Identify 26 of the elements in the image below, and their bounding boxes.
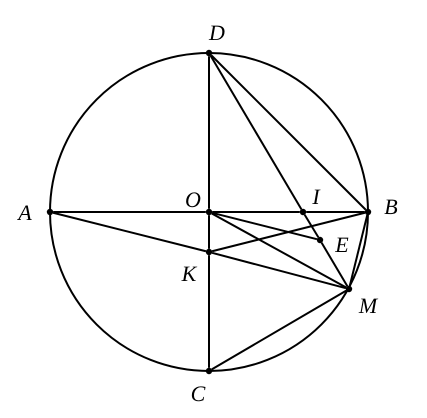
labeled-point: B bbox=[364, 194, 398, 219]
line-segment bbox=[210, 55, 302, 210]
line-segment bbox=[210, 54, 366, 210]
line-segment bbox=[208, 215, 210, 249]
labeled-point: I bbox=[300, 184, 320, 216]
labeled-point: E bbox=[316, 232, 349, 257]
labeled-point: O bbox=[185, 187, 212, 216]
line-segment bbox=[211, 212, 347, 288]
line-segment bbox=[208, 255, 210, 368]
line-segment bbox=[212, 211, 300, 213]
line-segment bbox=[53, 211, 206, 213]
line-segment bbox=[212, 212, 366, 252]
line-segment bbox=[52, 212, 206, 252]
line-segment bbox=[211, 290, 347, 370]
line-segment bbox=[348, 214, 368, 286]
labeled-point: K bbox=[182, 248, 212, 286]
labeled-point: M bbox=[346, 286, 378, 318]
labeled-point: D bbox=[206, 20, 225, 56]
line-segment bbox=[306, 211, 365, 213]
line-segment bbox=[212, 252, 346, 290]
line-segment bbox=[304, 214, 320, 238]
labeled-point: A bbox=[18, 200, 54, 225]
labeled-point: C bbox=[190, 368, 212, 406]
line-segment bbox=[208, 56, 210, 209]
line-segment bbox=[320, 242, 348, 287]
line-segment bbox=[212, 212, 318, 240]
